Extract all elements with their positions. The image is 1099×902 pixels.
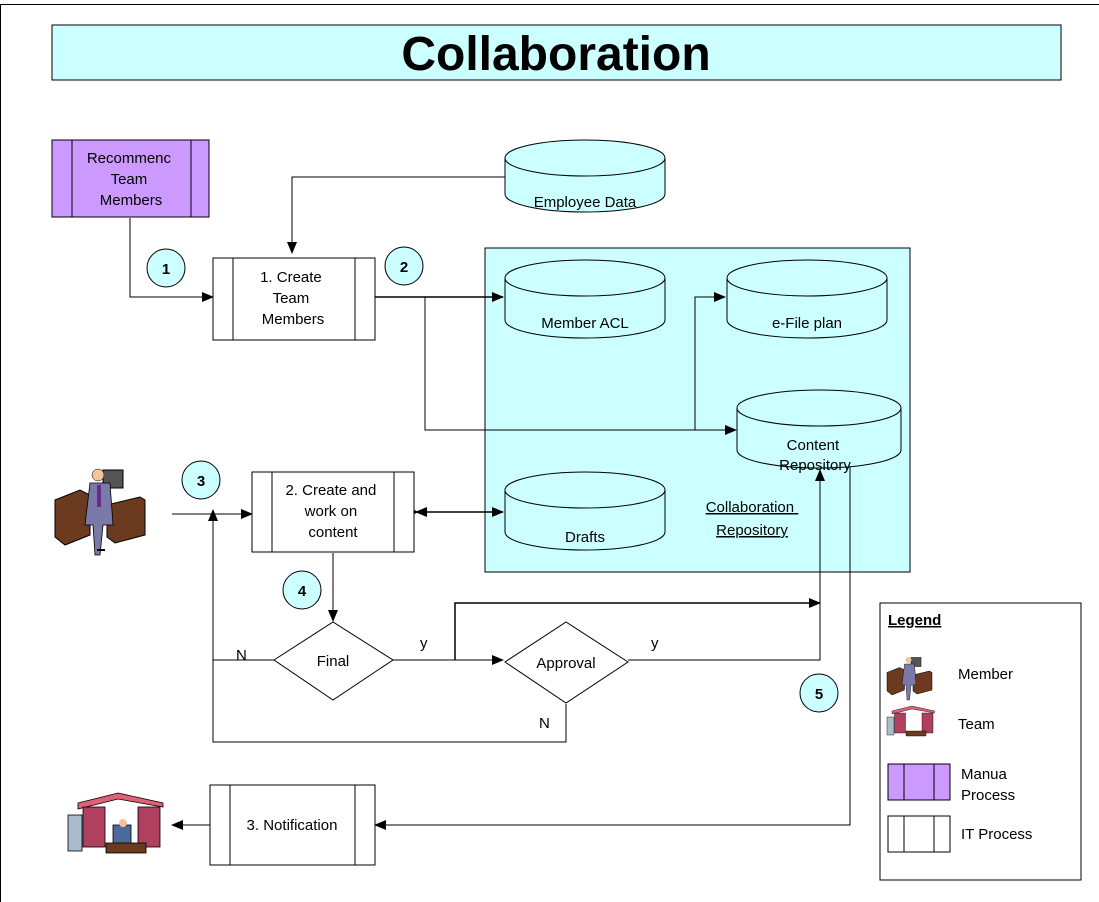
flow-approval-no-loop [212,660,567,743]
recommend-label: Recommenc Team Members [87,150,175,209]
flow-approval-to-content [628,469,825,661]
flow-employee-to-create [287,176,505,254]
step-5-badge: 5 [799,673,839,713]
final-label: Final [317,653,350,670]
svg-text:2: 2 [400,259,408,276]
approval-yes-label: y [651,635,659,652]
content-repository-label: Content Repository [779,437,851,474]
flow-content-to-notification [374,465,851,830]
svg-text:1: 1 [162,261,170,278]
member-acl-label: Member ACL [541,315,629,332]
employee-data-label: Employee Data [534,194,637,211]
step-1-badge: 1 [146,248,186,288]
create-work-content-process: 2. Create and work on content [251,471,415,553]
title-banner: Collaboration [51,24,1062,81]
content-repository-db: Content Repository [736,389,902,474]
flow-recommend-to-create [129,218,214,302]
flow-create-to-content [424,297,737,435]
approval-no-label: N [539,715,550,732]
employee-data-db: Employee Data [504,139,666,213]
notification-label: 3. Notification [247,817,338,834]
member-icon [54,468,146,556]
repository-label: Collaboration Repository [706,499,799,539]
final-decision: Final [273,621,394,701]
legend: Legend Member Team Manua Process [879,602,1082,881]
page-title: Collaboration [401,28,710,81]
efile-plan-db: e-File plan [726,259,888,339]
legend-member-icon [886,657,933,701]
create-team-label: 1. Create Team Members [260,269,326,328]
approval-label: Approval [536,655,595,672]
step-3-badge: 3 [181,460,221,500]
recommend-team-members-process: Recommenc Team Members [51,139,210,218]
notification-process: 3. Notification [209,784,376,866]
create-team-members-process: 1. Create Team Members [212,257,376,341]
member-acl-db: Member ACL [504,259,666,339]
create-work-label: 2. Create and work on content [285,482,380,541]
drafts-label: Drafts [565,529,605,546]
approval-decision: Approval [504,621,629,704]
final-no-label: N [236,647,247,664]
drafts-db: Drafts [504,471,666,551]
final-yes-label: y [420,635,428,652]
legend-it-label: IT Process [961,826,1032,843]
legend-manual-label: Manua Process [961,766,1015,804]
legend-member-label: Member [958,666,1013,683]
legend-title: Legend [888,612,941,629]
legend-it-swatch [887,815,951,853]
step-2-badge: 2 [384,246,424,286]
flow-final-to-content [454,598,821,660]
efile-plan-label: e-File plan [772,315,842,332]
legend-team-icon [886,705,935,737]
legend-manual-swatch [887,763,951,801]
step-4-badge: 4 [282,570,322,610]
team-icon [67,792,164,854]
connectors [129,176,851,830]
svg-text:5: 5 [815,686,823,703]
flow-to-efile [694,292,726,430]
legend-team-label: Team [958,716,995,733]
svg-text:4: 4 [298,583,307,600]
svg-text:3: 3 [197,473,205,490]
